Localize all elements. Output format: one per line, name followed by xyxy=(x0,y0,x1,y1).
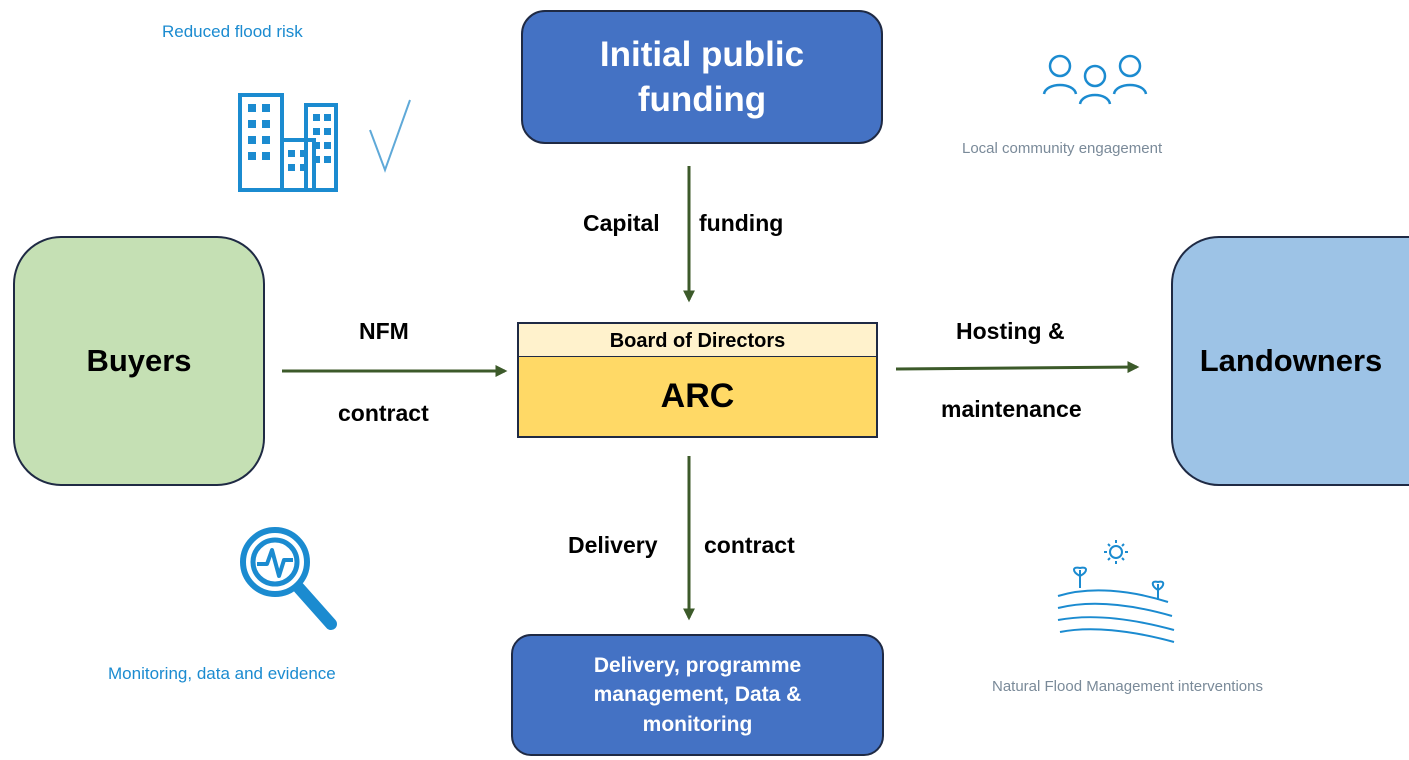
magnifier-pulse-icon xyxy=(240,527,337,630)
reduced-flood-risk-caption: Reduced flood risk xyxy=(162,22,303,41)
monitoring-caption: Monitoring, data and evidence xyxy=(108,664,336,683)
buyers-node: Buyers xyxy=(13,236,265,486)
buildings-icon xyxy=(238,93,411,192)
edge-label-contract-bottom: contract xyxy=(704,532,795,558)
arc-node: ARC xyxy=(517,356,878,438)
landowners-label: Landowners xyxy=(1199,343,1383,378)
initial-public-funding-node: Initial public funding xyxy=(521,10,883,144)
edge-label-capital: Capital xyxy=(583,210,660,236)
nfm-interventions-caption: Natural Flood Management interventions xyxy=(992,678,1263,695)
arrow-arc-to-landowners xyxy=(895,361,1140,374)
edge-label-funding: funding xyxy=(699,210,784,236)
buyers-label: Buyers xyxy=(86,343,192,378)
board-of-directors-label: Board of Directors xyxy=(609,329,786,352)
edge-label-maintenance: maintenance xyxy=(941,396,1082,422)
landowners-node: Landowners xyxy=(1171,236,1409,486)
edge-label-hosting: Hosting & xyxy=(956,318,1065,344)
fields-sun-icon xyxy=(1057,540,1175,643)
edge-label-delivery: Delivery xyxy=(568,532,658,558)
initial-public-funding-label: Initial public funding xyxy=(599,34,805,120)
local-community-engagement-caption: Local community engagement xyxy=(962,140,1163,157)
board-of-directors-header: Board of Directors xyxy=(517,322,878,358)
arc-label: ARC xyxy=(660,377,735,415)
delivery-node: Delivery, programme management, Data & m… xyxy=(511,634,884,756)
edge-label-contract-left: contract xyxy=(338,400,429,426)
edge-label-nfm: NFM xyxy=(359,318,409,344)
people-icon xyxy=(1042,54,1148,105)
delivery-label: Delivery, programme management, Data & m… xyxy=(593,653,802,736)
